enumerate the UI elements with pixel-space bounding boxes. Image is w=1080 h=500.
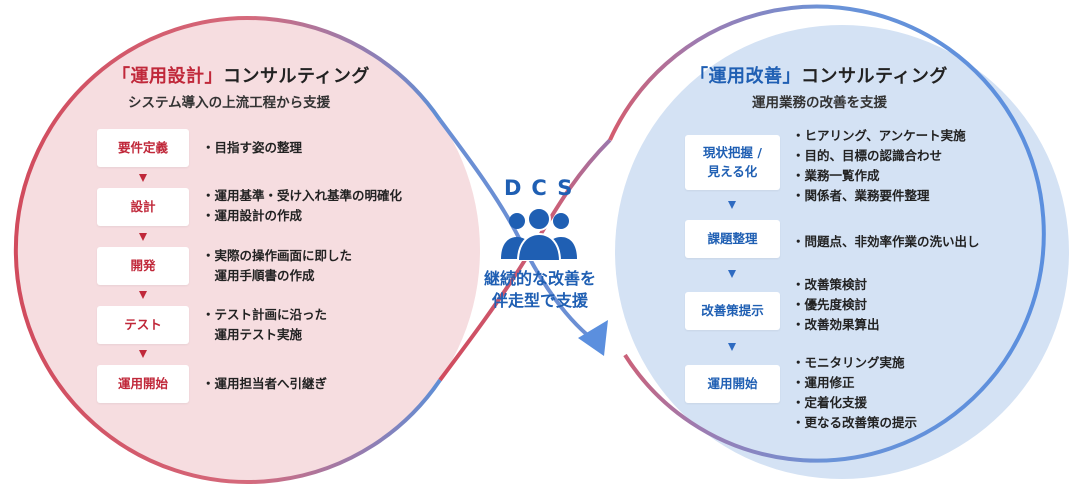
left-step-label: 運用開始 (117, 375, 168, 391)
left-title-rest: コンサルティング (223, 66, 370, 87)
right-step-box: 課題整理 (685, 220, 780, 258)
left-title-accent: 「運用設計」 (112, 66, 223, 87)
left-subtitle: システム導入の上流工程から支援 (128, 95, 331, 111)
left-step-desc: ・目指す姿の整理 (202, 138, 302, 158)
left-step-arrow (139, 233, 147, 241)
desc-line: ・テスト計画に沿った (202, 307, 328, 322)
left-step-box: テスト (97, 306, 189, 344)
right-step-label: 運用開始 (707, 375, 758, 391)
desc-line: ・優先度検討 (792, 297, 868, 312)
left-step-arrow (139, 350, 147, 358)
desc-line: ・定着化支援 (792, 395, 868, 410)
left-step-desc: ・テスト計画に沿った 運用テスト実施 (202, 305, 327, 345)
left-step-box: 運用開始 (97, 365, 189, 403)
desc-line: ・運用設計の作成 (202, 208, 303, 223)
desc-line: ・更なる改善策の提示 (792, 415, 918, 430)
right-step-desc: ・改善策検討 ・優先度検討 ・改善効果算出 (792, 275, 880, 335)
caption-line: 継続的な改善を (483, 269, 596, 288)
desc-line: ・運用担当者へ引継ぎ (202, 376, 328, 391)
right-step-box: 現状把握 / 見える化 (685, 135, 780, 190)
desc-line: 運用テスト実施 (202, 327, 303, 342)
right-loop-stroke (608, 4, 1046, 463)
desc-line: ・運用修正 (792, 375, 855, 390)
desc-line: ・問題点、非効率作業の洗い出し (792, 234, 980, 249)
right-step-label: 見える化 (707, 163, 758, 179)
right-subtitle: 運用業務の改善を支援 (752, 95, 887, 111)
right-step-label: 改善策提示 (701, 302, 764, 318)
left-step-label: 開発 (130, 257, 156, 273)
right-step-desc: ・ヒアリング、アンケート実施 ・目的、目標の認識合わせ ・業務一覧作成 ・関係者… (792, 126, 966, 206)
left-title: 「運用設計」コンサルティング (112, 62, 370, 88)
right-step-box: 改善策提示 (685, 292, 780, 330)
left-step-box: 要件定義 (97, 129, 189, 167)
left-step-desc: ・実際の操作画面に即した 運用手順書の作成 (202, 246, 352, 286)
desc-line: ・目的、目標の認識合わせ (792, 148, 943, 163)
right-title-accent: 「運用改善」 (690, 66, 801, 87)
left-step-arrow (139, 174, 147, 182)
center-caption: 継続的な改善を 伴走型で支援 (469, 268, 611, 312)
desc-line: ・モニタリング実施 (792, 355, 905, 370)
desc-line: ・業務一覧作成 (792, 168, 880, 183)
desc-line: ・運用基準・受け入れ基準の明確化 (202, 188, 403, 203)
right-step-desc: ・問題点、非効率作業の洗い出し (792, 232, 980, 252)
right-step-label: 現状把握 / (703, 145, 762, 161)
desc-line: 運用手順書の作成 (202, 268, 315, 283)
desc-line: ・関係者、業務要件整理 (792, 188, 930, 203)
desc-line: ・目指す姿の整理 (202, 140, 303, 155)
left-step-desc: ・運用基準・受け入れ基準の明確化 ・運用設計の作成 (202, 186, 402, 226)
left-step-label: テスト (124, 316, 162, 332)
desc-line: ・改善効果算出 (792, 317, 880, 332)
right-step-box: 運用開始 (685, 365, 780, 403)
left-step-box: 設計 (97, 188, 189, 226)
right-step-arrow (728, 270, 736, 278)
left-step-label: 要件定義 (117, 139, 168, 155)
left-step-desc: ・運用担当者へ引継ぎ (202, 374, 327, 394)
caption-line: 伴走型で支援 (491, 291, 588, 310)
desc-line: ・実際の操作画面に即した (202, 248, 353, 263)
right-step-desc: ・モニタリング実施 ・運用修正 ・定着化支援 ・更なる改善策の提示 (792, 353, 917, 433)
desc-line: ・ヒアリング、アンケート実施 (792, 128, 966, 143)
right-title-rest: コンサルティング (801, 66, 948, 87)
right-step-arrow (728, 343, 736, 351)
people-group-icon (501, 207, 577, 261)
left-step-label: 設計 (130, 198, 156, 214)
left-step-box: 開発 (97, 247, 189, 285)
left-step-arrow (139, 291, 147, 299)
right-step-label: 課題整理 (707, 230, 758, 246)
desc-line: ・改善策検討 (792, 277, 868, 292)
dcs-brand: DCS (504, 176, 583, 200)
loop-arrow-head (578, 320, 608, 356)
right-title: 「運用改善」コンサルティング (690, 62, 948, 88)
left-loop-stroke (13, 16, 442, 484)
right-step-arrow (728, 201, 736, 209)
